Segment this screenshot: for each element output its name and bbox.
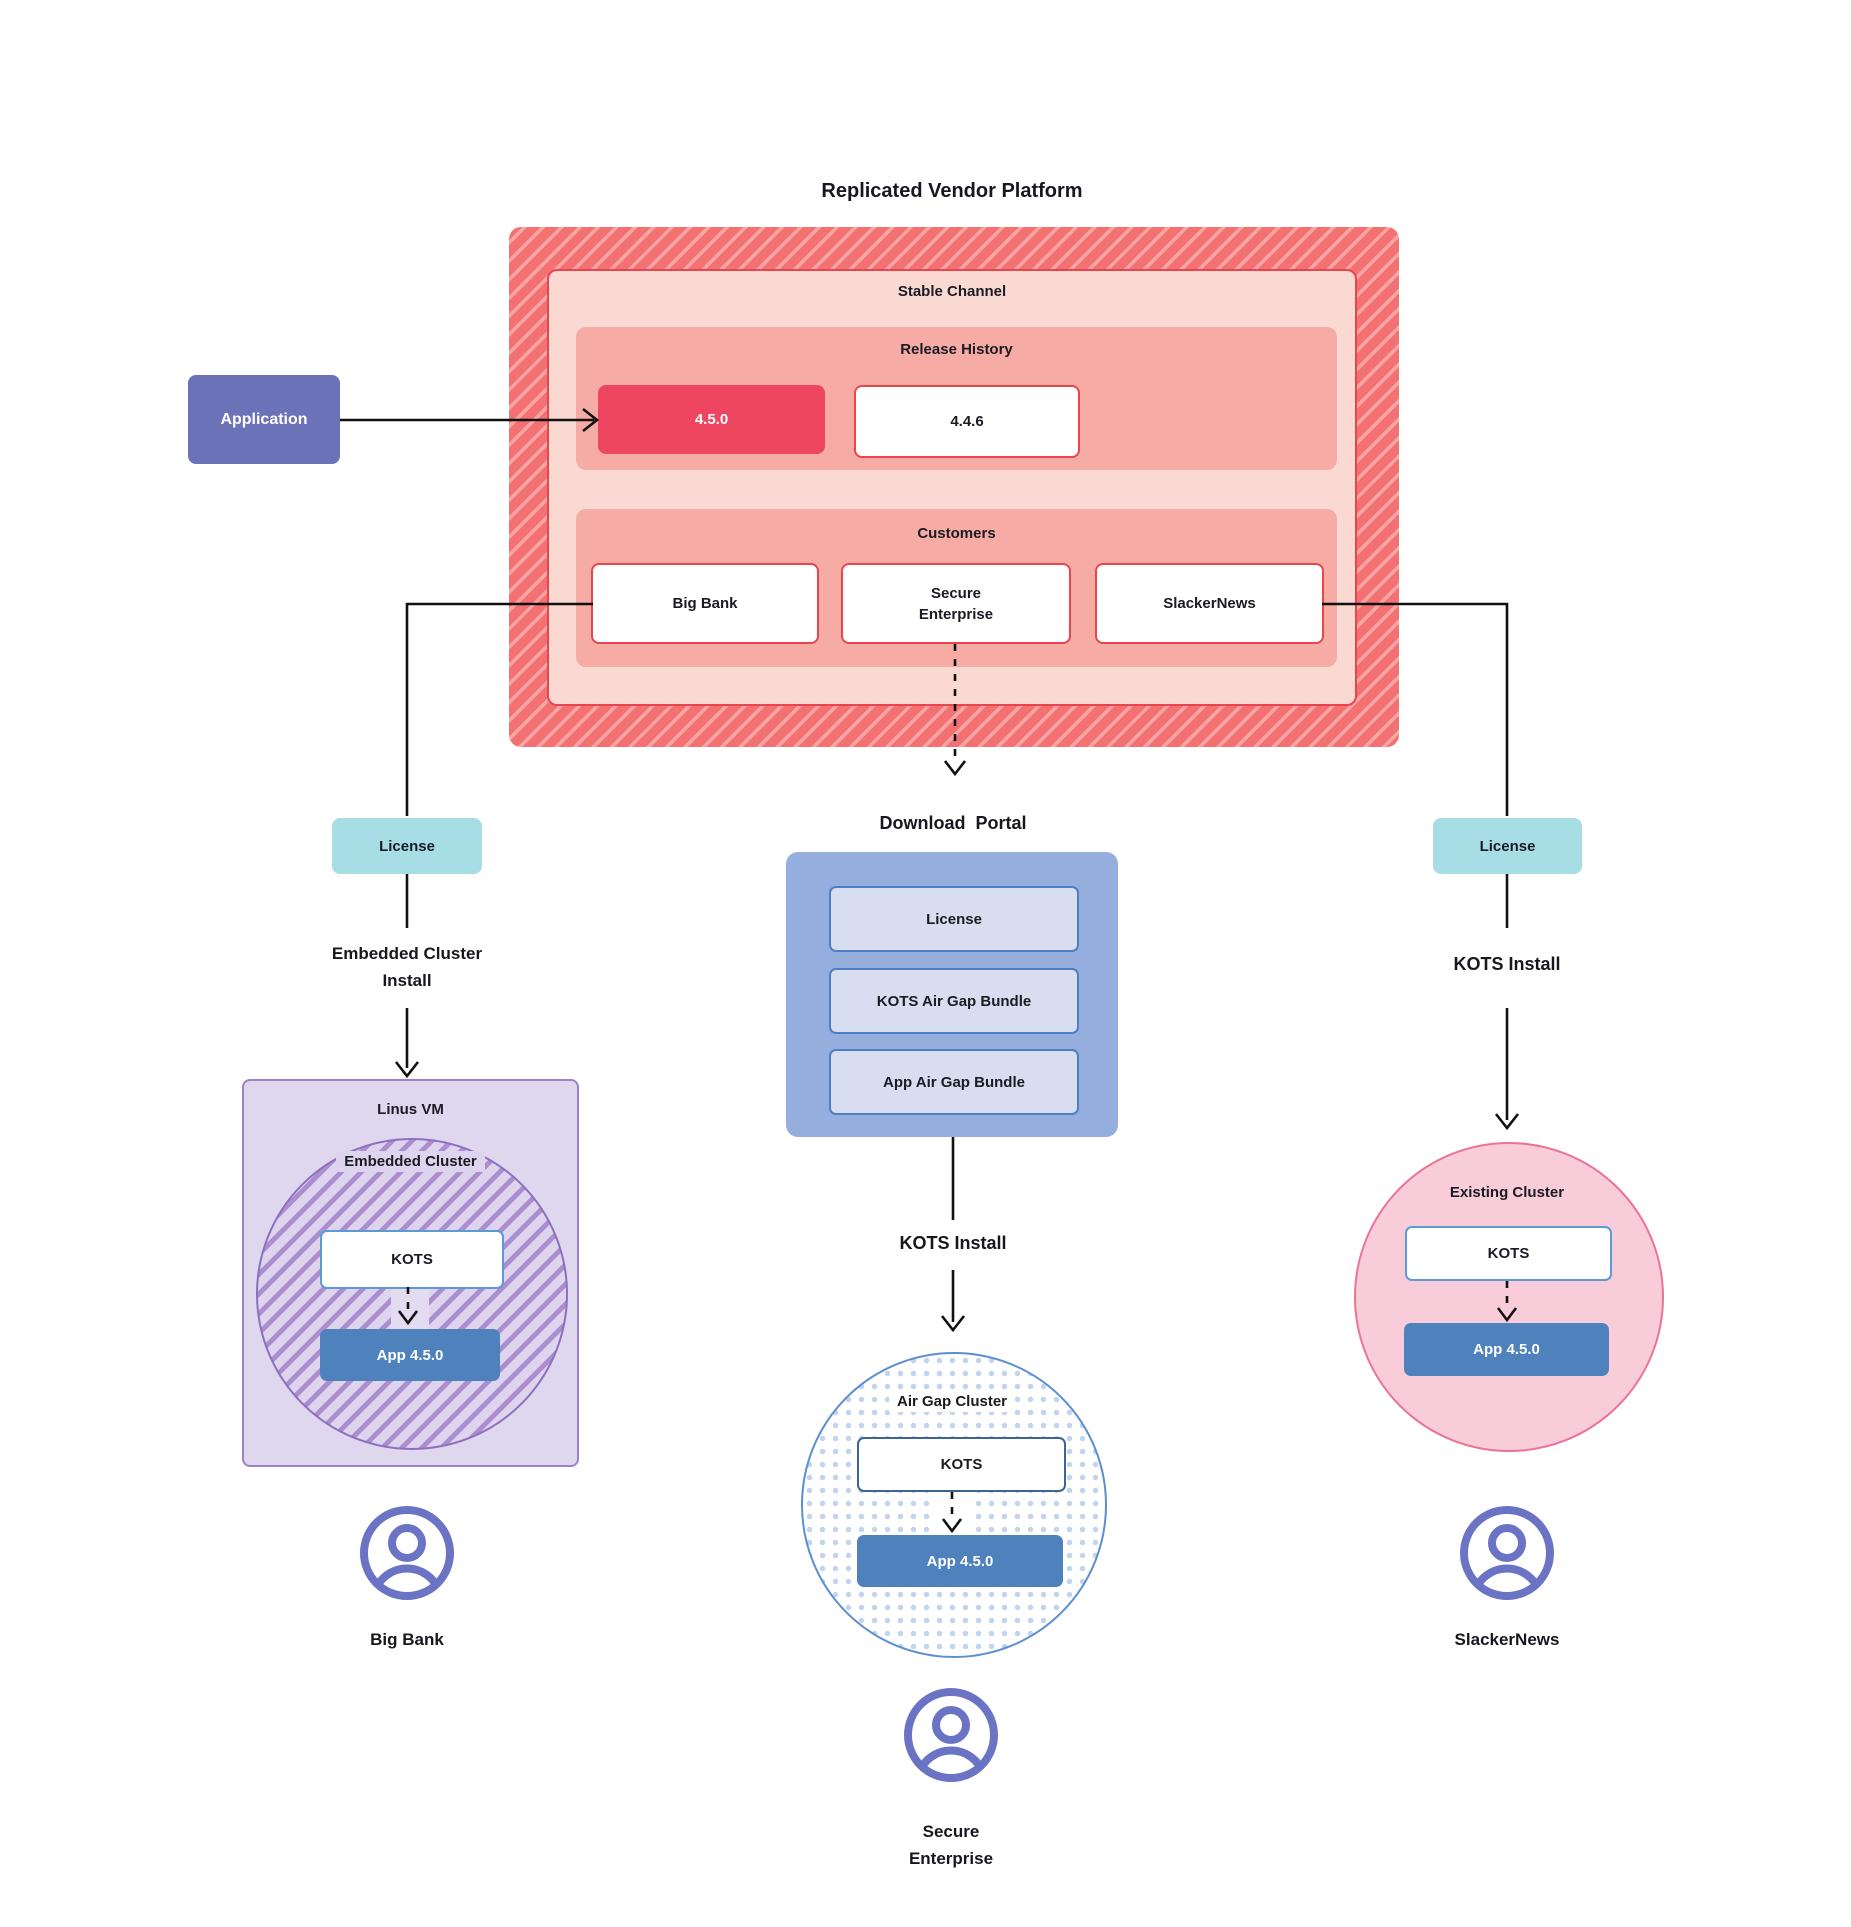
- person-icon: [904, 1688, 998, 1782]
- existing-cluster-circle: [1354, 1142, 1664, 1452]
- embedded-cluster-install-label: Embedded Cluster Install: [331, 944, 483, 991]
- kots-box-existing: KOTS: [1405, 1226, 1612, 1281]
- arrow-backdrop-strip: [934, 1488, 970, 1535]
- portal-item-kots-bundle: KOTS Air Gap Bundle: [829, 968, 1079, 1034]
- person-label-slackernews: SlackerNews: [1454, 1630, 1560, 1649]
- kots-box-airgap: KOTS: [857, 1437, 1066, 1492]
- existing-cluster-label: Existing Cluster: [1449, 1184, 1565, 1201]
- customer-box-big-bank: Big Bank: [591, 563, 819, 644]
- person-label-big-bank: Big Bank: [370, 1630, 444, 1649]
- kots-box-embedded: KOTS: [320, 1230, 504, 1289]
- customer-box-secure-enterprise: Secure Enterprise: [841, 563, 1071, 644]
- linus-vm-box: Linus VM Embedded Cluster KOTS App 4.5.0: [242, 1079, 579, 1467]
- app-box-existing: App 4.5.0: [1404, 1323, 1609, 1376]
- app-box-airgap: App 4.5.0: [857, 1535, 1063, 1587]
- arrow-backdrop-strip: [391, 1285, 429, 1329]
- customers-label: Customers: [917, 525, 996, 542]
- app-box-embedded: App 4.5.0: [320, 1329, 500, 1381]
- release-history-panel: Release History 4.5.0 4.4.6: [576, 327, 1337, 470]
- stable-channel-panel: Stable Channel Release History 4.5.0 4.4…: [547, 269, 1357, 706]
- portal-item-license: License: [829, 886, 1079, 952]
- release-box-4-4-6: 4.4.6: [854, 385, 1080, 458]
- customer-box-slackernews: SlackerNews: [1095, 563, 1324, 644]
- release-history-label: Release History: [900, 341, 1013, 358]
- person-icon: [1460, 1506, 1554, 1600]
- release-box-4-5-0: 4.5.0: [598, 385, 825, 454]
- license-box-left: License: [332, 818, 482, 874]
- person-icon: [360, 1506, 454, 1600]
- download-portal-box: License KOTS Air Gap Bundle App Air Gap …: [786, 852, 1118, 1137]
- air-gap-cluster-label: Air Gap Cluster: [802, 1391, 1102, 1412]
- embedded-cluster-label: Embedded Cluster: [244, 1151, 577, 1172]
- diagram-title: Replicated Vendor Platform: [821, 180, 1083, 202]
- linus-vm-label: Linus VM: [377, 1101, 444, 1118]
- application-box: Application: [188, 375, 340, 464]
- person-label-secure-enterprise: Secure Enterprise: [908, 1822, 994, 1869]
- download-portal-title: Download Portal: [879, 813, 1027, 833]
- customers-panel: Customers Big Bank Secure Enterprise Sla…: [576, 509, 1337, 667]
- kots-install-label-right: KOTS Install: [1453, 954, 1561, 974]
- stable-channel-label: Stable Channel: [897, 283, 1007, 300]
- portal-item-app-bundle: App Air Gap Bundle: [829, 1049, 1079, 1115]
- kots-install-label-middle: KOTS Install: [899, 1233, 1007, 1253]
- license-box-right: License: [1433, 818, 1582, 874]
